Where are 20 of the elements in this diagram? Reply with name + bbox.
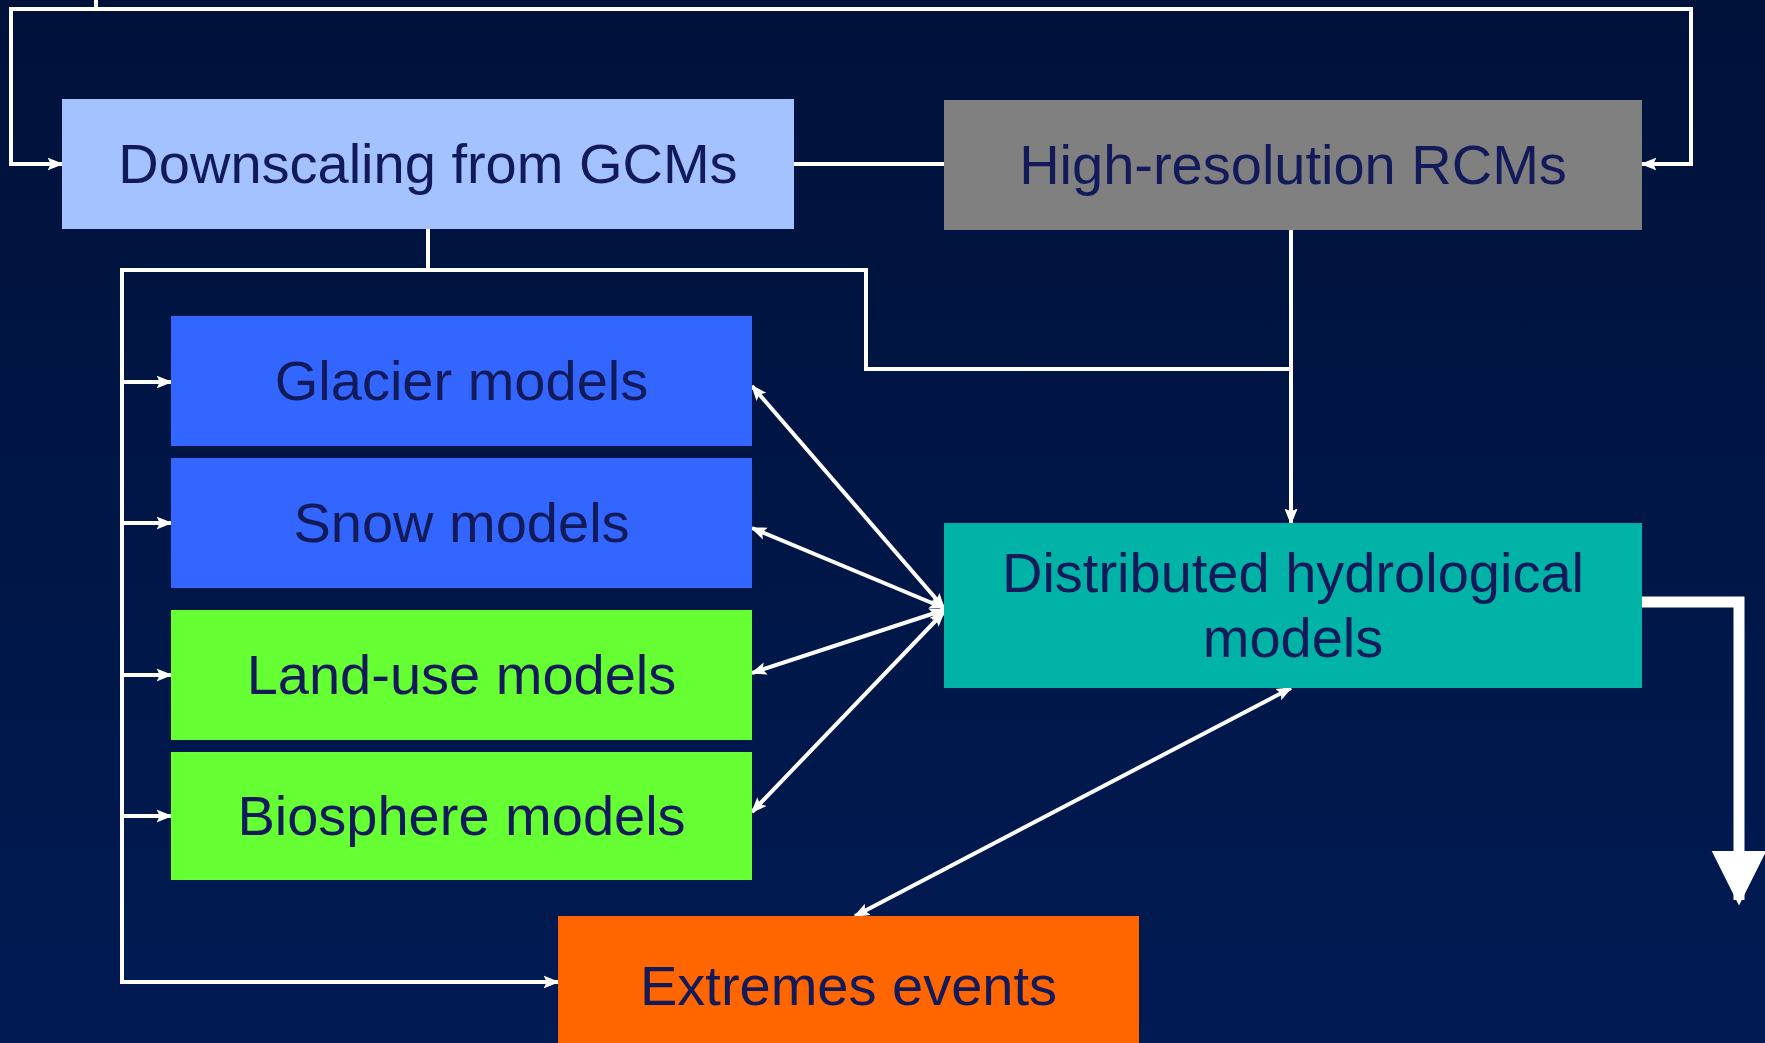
model-box bbox=[944, 523, 1642, 688]
model-box bbox=[171, 458, 752, 588]
box-label: High-resolution RCMs bbox=[1019, 132, 1567, 198]
connector-line bbox=[794, 162, 944, 166]
box-label: Biosphere models bbox=[237, 783, 686, 849]
box-label: Glacier models bbox=[274, 348, 649, 414]
model-box bbox=[171, 752, 752, 880]
model-box bbox=[944, 100, 1642, 230]
model-box bbox=[171, 316, 752, 446]
model-box bbox=[62, 99, 794, 229]
arrow bbox=[94, 0, 1693, 171]
box-label: Land-use models bbox=[246, 642, 677, 708]
box-label: Distributed hydrological models bbox=[1000, 541, 1586, 670]
box-label: Extremes events bbox=[639, 953, 1057, 1019]
model-box bbox=[558, 916, 1139, 1043]
box-label: Snow models bbox=[293, 490, 630, 556]
arrow bbox=[1642, 596, 1765, 906]
arrow bbox=[853, 686, 1293, 918]
box-label: Downscaling from GCMs bbox=[118, 131, 738, 197]
model-box bbox=[171, 610, 752, 740]
